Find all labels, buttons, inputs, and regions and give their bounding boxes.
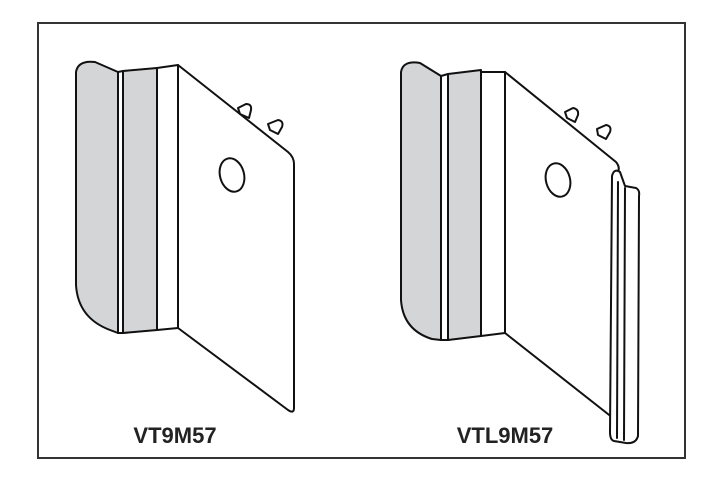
pin	[564, 107, 580, 123]
lip-groove	[616, 181, 626, 441]
fin-face	[122, 67, 158, 334]
mounting-hole	[218, 157, 246, 193]
part-label: VTL9M57	[457, 423, 554, 448]
heatsink-vtl9m57: VTL9M57	[400, 61, 641, 448]
plate	[177, 64, 295, 413]
fin-strip	[440, 73, 449, 341]
side-fin	[400, 61, 442, 341]
fin-edge	[156, 64, 179, 331]
fin-edge	[480, 71, 506, 337]
pin	[237, 103, 253, 119]
pin	[596, 124, 612, 140]
mounting-hole	[544, 162, 572, 198]
fin-face	[447, 69, 482, 341]
heatsink-vt9m57: VT9M57	[75, 60, 295, 448]
part-label: VT9M57	[133, 423, 216, 448]
pin	[267, 119, 284, 135]
side-fin	[75, 60, 119, 334]
